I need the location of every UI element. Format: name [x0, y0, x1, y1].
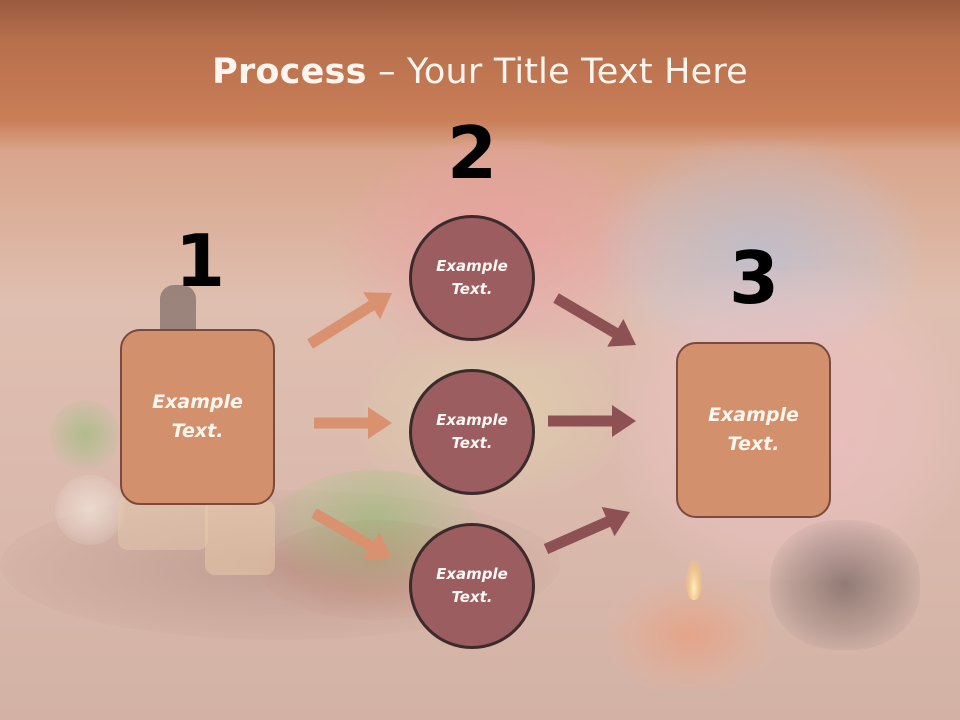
step-2-node-bottom-text: Example Text.	[436, 565, 508, 606]
step-number-2: 2	[446, 111, 498, 195]
title-rest: – Your Title Text Here	[366, 52, 748, 92]
arrow-to-bottom-node	[311, 508, 392, 560]
title-bold: Process	[212, 52, 367, 92]
step-2-node-bottom[interactable]: Example Text.	[409, 523, 535, 649]
arrow-from-bottom-node	[543, 507, 630, 554]
step-2-node-middle-text: Example Text.	[436, 411, 508, 452]
outbound-arrows	[543, 293, 636, 554]
step-2-node-middle[interactable]: Example Text.	[409, 369, 535, 495]
arrow-from-top-node	[553, 293, 636, 347]
step-3-box[interactable]: Example Text.	[676, 342, 831, 518]
arrow-from-middle-node	[548, 405, 636, 437]
step-1-box[interactable]: Example Text.	[120, 329, 275, 505]
step-2-node-top[interactable]: Example Text.	[409, 215, 535, 341]
step-2-node-top-text: Example Text.	[436, 257, 508, 298]
inbound-arrows	[307, 292, 392, 560]
step-number-3: 3	[728, 236, 780, 320]
arrow-to-top-node	[307, 292, 392, 349]
arrow-to-middle-node	[314, 407, 392, 439]
step-1-text: Example Text.	[152, 391, 243, 442]
step-3-text: Example Text.	[708, 404, 799, 455]
slide-title[interactable]: Process – Your Title Text Here	[0, 52, 960, 92]
step-number-1: 1	[174, 219, 226, 303]
